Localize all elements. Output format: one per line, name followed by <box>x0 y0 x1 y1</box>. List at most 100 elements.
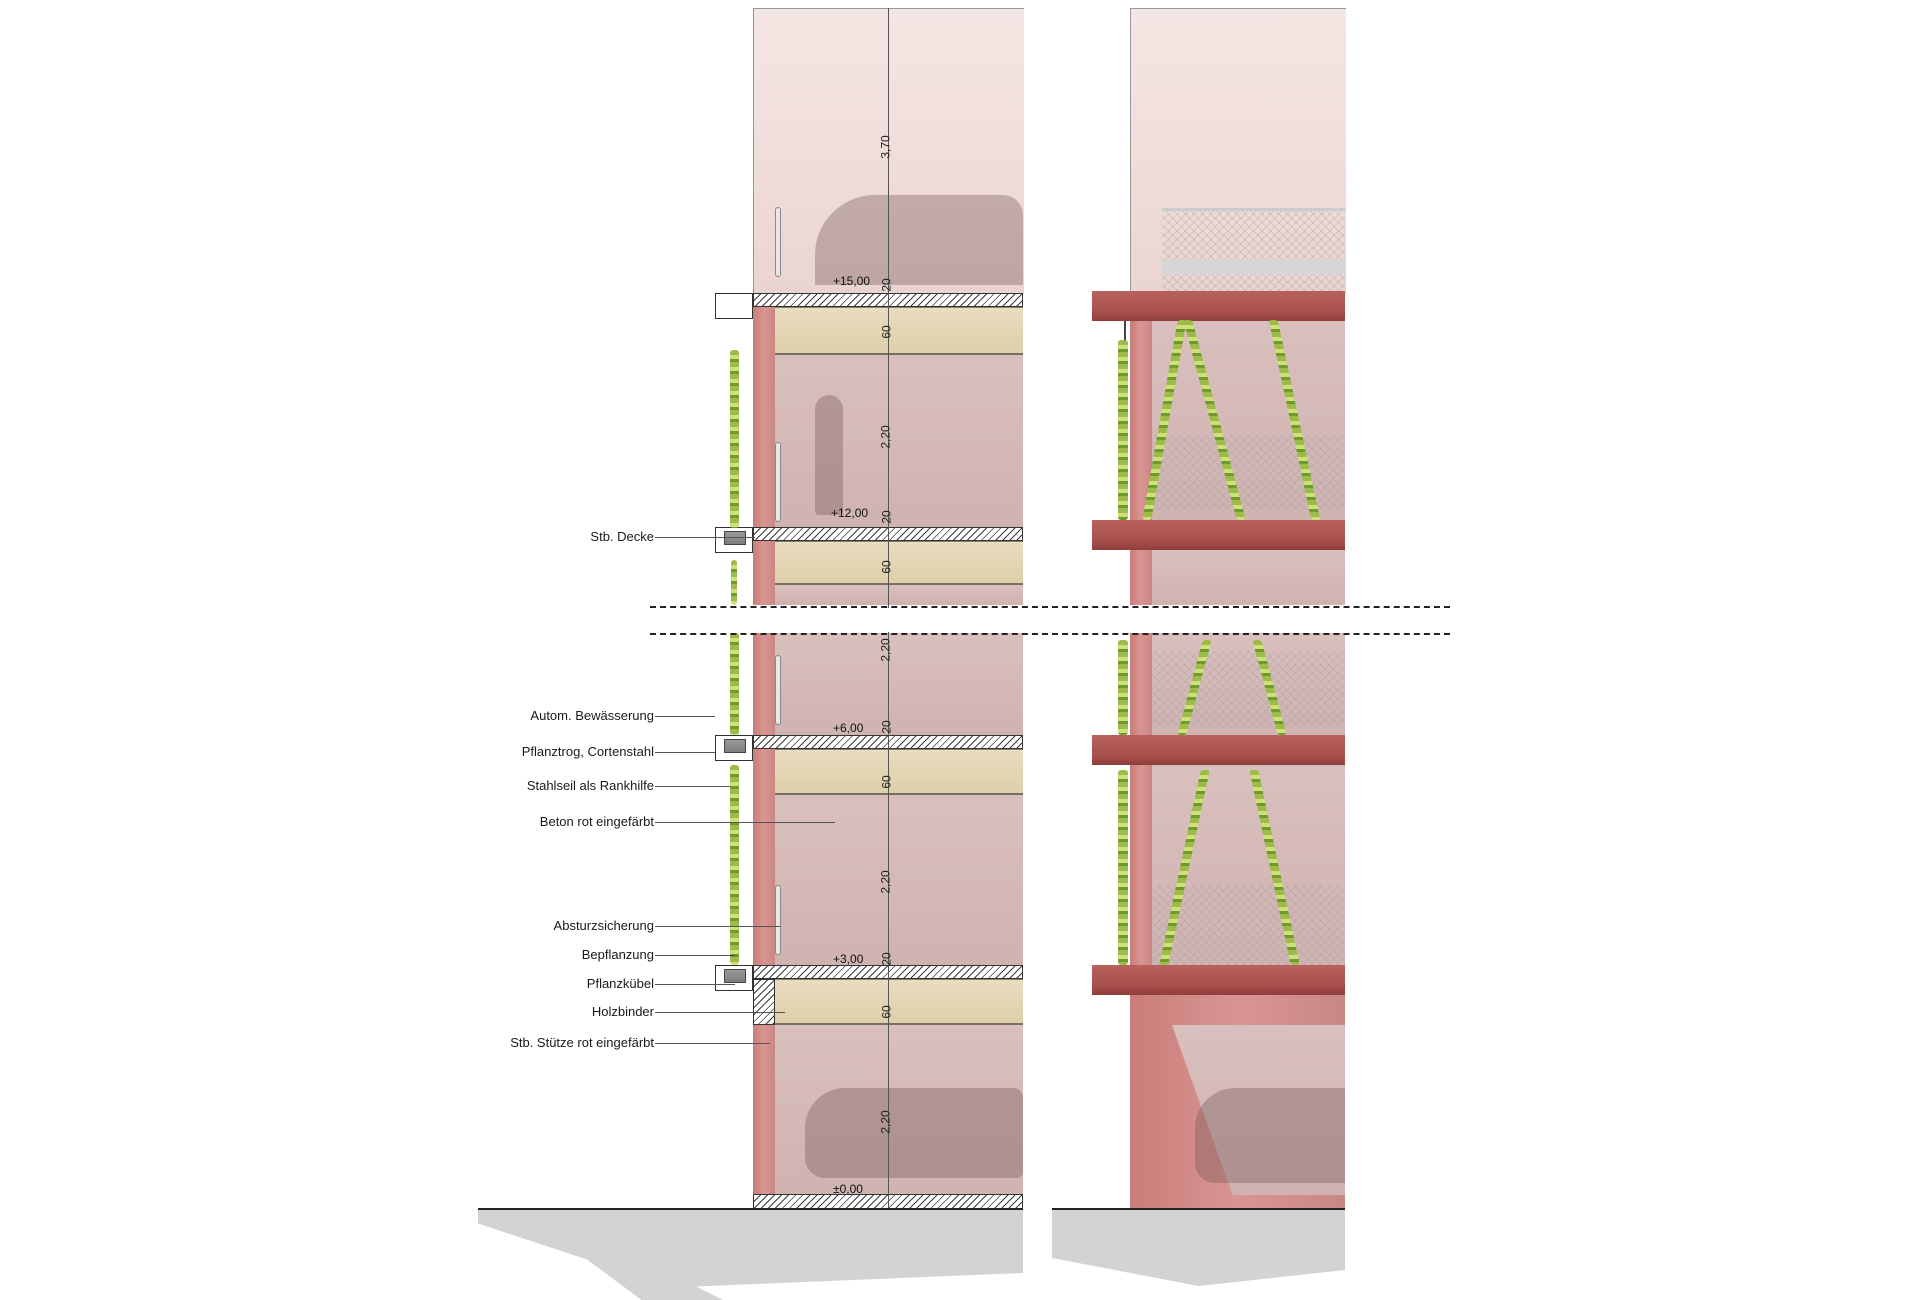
ground-line <box>1052 1208 1345 1210</box>
label-pflanztrog: Pflanztrog, Cortenstahl <box>521 744 654 759</box>
red-column <box>1130 765 1152 975</box>
dim-binder: 60 <box>879 560 894 574</box>
planter-box <box>715 965 753 991</box>
level-text: +12,00 <box>831 506 869 520</box>
dim-binder: 60 <box>879 325 894 339</box>
label-stb-decke: Stb. Decke <box>590 529 654 544</box>
railing <box>775 655 781 725</box>
mesh-railing <box>1152 885 1345 965</box>
mesh-railing <box>1152 435 1345 510</box>
level-marker-3: +3,00 <box>833 950 863 968</box>
railing-bar <box>1162 260 1345 274</box>
break-line <box>650 633 1450 635</box>
level-marker-12: +12,00 <box>831 504 868 522</box>
dim-clear-height: 2,20 <box>878 870 893 894</box>
dim-clear-height: 2,20 <box>878 425 893 449</box>
section-drawing <box>700 0 1040 1300</box>
level-text: +15,00 <box>833 274 871 288</box>
car-silhouette <box>805 1088 1023 1178</box>
storey-wall <box>1130 633 1345 735</box>
storey-wall <box>775 795 1023 965</box>
label-bewaesserung: Autom. Bewässerung <box>530 708 654 723</box>
red-column <box>753 307 775 605</box>
break-line <box>650 606 1450 608</box>
red-column <box>1130 550 1152 605</box>
level-marker-15: +15,00 <box>833 272 870 290</box>
label-pflanzkuebel: Pflanzkübel <box>586 976 654 991</box>
column-section <box>753 979 775 1025</box>
mesh-railing <box>1162 208 1345 293</box>
leader-line <box>655 1043 770 1044</box>
elevation-drawing <box>1090 0 1350 1300</box>
red-slab <box>1092 291 1345 321</box>
label-stuetze: Stb. Stütze rot eingefärbt <box>510 1035 654 1050</box>
timber-binder <box>775 749 1023 795</box>
railing <box>775 885 781 955</box>
upper-level-wall <box>1130 8 1346 294</box>
car-silhouette <box>1195 1088 1345 1183</box>
timber-binder <box>775 541 1023 585</box>
red-slab <box>1092 965 1345 995</box>
car-silhouette <box>815 195 1023 285</box>
timber-binder <box>775 307 1023 355</box>
dim-slab: 20 <box>879 720 894 734</box>
railing <box>775 207 781 277</box>
label-absturz: Absturzsicherung <box>553 918 654 933</box>
climbing-plant <box>730 765 739 965</box>
planter-box <box>715 735 753 761</box>
railing <box>775 442 781 522</box>
climbing-plant <box>731 560 737 605</box>
level-text: +6,00 <box>833 721 864 735</box>
leader-line <box>655 1012 785 1013</box>
level-text: +3,00 <box>833 952 864 966</box>
leader-line <box>655 926 780 927</box>
timber-binder <box>775 979 1023 1025</box>
dim-clear-height: 2,20 <box>878 1110 893 1134</box>
red-column <box>1130 633 1152 735</box>
planter-box <box>715 293 753 319</box>
climbing-plant <box>730 633 739 735</box>
climbing-plant <box>1118 340 1128 520</box>
leader-line <box>655 716 715 717</box>
mesh-railing <box>1152 651 1345 726</box>
leader-line <box>655 822 835 823</box>
plant-pot <box>724 531 746 545</box>
level-marker-0: ±0,00 <box>833 1180 863 1198</box>
plant-pot <box>724 739 746 753</box>
red-column <box>1130 321 1152 520</box>
storey-wall <box>775 633 1023 735</box>
label-stahlseil: Stahlseil als Rankhilfe <box>526 778 654 793</box>
red-slab <box>1092 520 1345 550</box>
dim-top-height: 3,70 <box>878 135 893 159</box>
climbing-plant <box>730 350 739 528</box>
leader-line <box>655 786 730 787</box>
storey-wall <box>775 355 1023 527</box>
ground-line <box>478 1208 1023 1210</box>
label-holzbinder: Holzbinder <box>591 1004 654 1019</box>
leader-line <box>655 955 735 956</box>
label-bepflanzung: Bepflanzung <box>581 947 654 962</box>
plant-pot <box>724 969 746 983</box>
red-column <box>753 633 775 1195</box>
leader-line <box>655 752 715 753</box>
leader-line <box>655 537 755 538</box>
dim-slab: 20 <box>879 278 894 292</box>
leader-line <box>655 984 735 985</box>
label-beton: Beton rot eingefärbt <box>539 814 654 829</box>
person-silhouette <box>815 395 843 515</box>
break-gap <box>700 608 1360 632</box>
dim-binder: 60 <box>879 775 894 789</box>
level-text: ±0,00 <box>833 1182 863 1196</box>
dim-slab: 20 <box>879 952 894 966</box>
storey-wall <box>1130 550 1345 605</box>
climbing-plant <box>1118 640 1128 735</box>
storey-wall <box>775 585 1023 605</box>
dim-binder: 60 <box>879 1005 894 1019</box>
dim-slab: 20 <box>879 510 894 524</box>
planter-box <box>715 527 753 553</box>
level-marker-6: +6,00 <box>833 719 863 737</box>
red-slab <box>1092 735 1345 765</box>
ground-floor-wall <box>775 1025 1023 1195</box>
climbing-plant <box>1118 770 1128 965</box>
dim-clear-height: 2,20 <box>878 638 893 662</box>
